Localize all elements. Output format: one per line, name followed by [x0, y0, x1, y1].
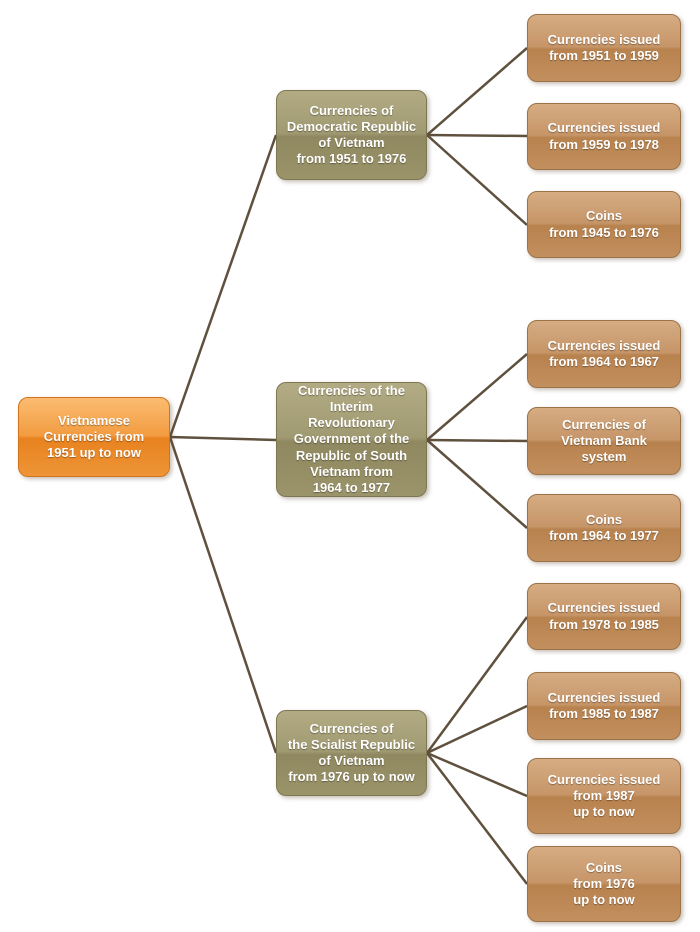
branch-node-democratic-republic: Currencies of Democratic Republic of Vie…	[276, 90, 427, 180]
leaf-node-label: Coins from 1976 up to now	[573, 859, 635, 908]
leaf-node-currencies-1964-1967: Currencies issued from 1964 to 1967	[527, 320, 681, 388]
leaf-node-coins-1976-now: Coins from 1976 up to now	[527, 846, 681, 922]
connector-line	[426, 752, 528, 885]
connector-line	[168, 436, 278, 754]
root-node: Vietnamese Currencies from 1951 up to no…	[18, 397, 170, 477]
leaf-node-label: Currencies issued from 1987 up to now	[547, 771, 661, 820]
connector-line	[426, 704, 528, 755]
branch-node-interim-revolutionary-government: Currencies of the Interim Revolutionary …	[276, 382, 427, 497]
leaf-node-vietnam-bank-system: Currencies of Vietnam Bank system	[527, 407, 681, 475]
connector-line	[169, 435, 277, 442]
leaf-node-label: Currencies issued from 1978 to 1985	[547, 600, 661, 632]
branch-node-label: Currencies of Democratic Republic of Vie…	[286, 102, 417, 167]
branch-node-label: Currencies of the Scialist Republic of V…	[287, 720, 416, 785]
leaf-node-label: Coins from 1945 to 1976	[549, 208, 659, 240]
leaf-node-label: Currencies issued from 1951 to 1959	[547, 31, 661, 63]
branch-node-socialist-republic: Currencies of the Scialist Republic of V…	[276, 710, 427, 796]
connector-line	[426, 751, 528, 798]
connector-line	[426, 47, 528, 136]
leaf-node-label: Currencies issued from 1964 to 1967	[547, 337, 661, 369]
connector-line	[168, 134, 278, 438]
connector-line	[426, 353, 528, 441]
leaf-node-currencies-1987-now: Currencies issued from 1987 up to now	[527, 758, 681, 834]
leaf-node-label: Coins from 1964 to 1977	[549, 511, 659, 543]
leaf-node-label: Currencies of Vietnam Bank system	[561, 416, 647, 465]
leaf-node-currencies-1951-1959: Currencies issued from 1951 to 1959	[527, 14, 681, 82]
root-node-label: Vietnamese Currencies from 1951 up to no…	[43, 412, 145, 461]
connector-line	[425, 616, 529, 754]
leaf-node-currencies-1985-1987: Currencies issued from 1985 to 1987	[527, 672, 681, 740]
leaf-node-currencies-1978-1985: Currencies issued from 1978 to 1985	[527, 583, 681, 650]
connector-line	[426, 439, 528, 529]
leaf-node-coins-1964-1977: Coins from 1964 to 1977	[527, 494, 681, 562]
leaf-node-label: Currencies issued from 1985 to 1987	[547, 689, 661, 721]
leaf-node-label: Currencies issued from 1959 to 1978	[547, 120, 661, 152]
leaf-node-currencies-1959-1978: Currencies issued from 1959 to 1978	[527, 103, 681, 170]
leaf-node-coins-1945-1976: Coins from 1945 to 1976	[527, 191, 681, 258]
branch-node-label: Currencies of the Interim Revolutionary …	[293, 382, 410, 496]
connector-line	[426, 134, 528, 226]
connector-line	[426, 438, 528, 443]
connector-line	[426, 133, 528, 138]
